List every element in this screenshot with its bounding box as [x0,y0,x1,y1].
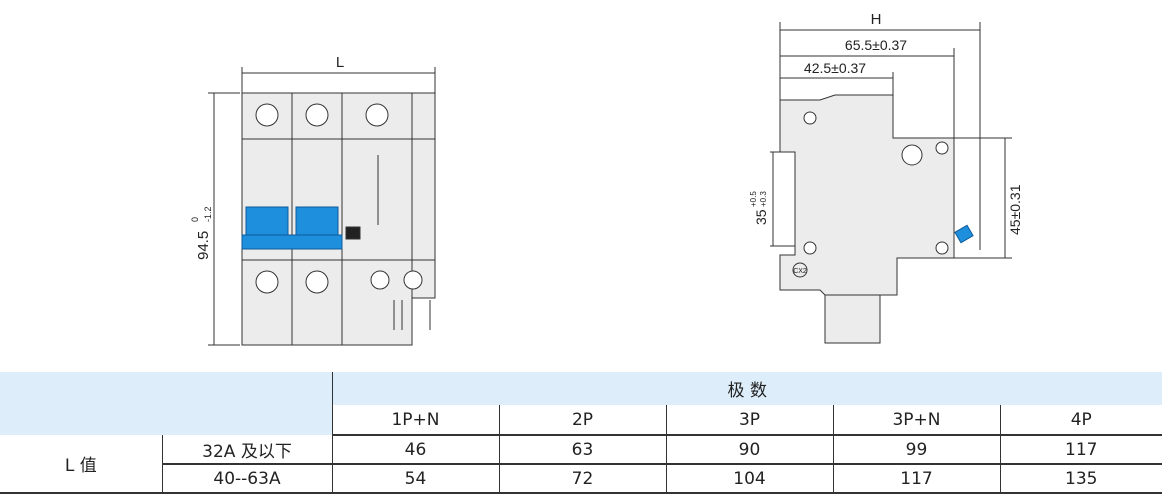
col-header: 2P [499,405,667,436]
dim-42-label: 42.5±0.37 [804,60,866,76]
front-view-drawing: L 94.5 0 -1.2 [190,55,436,346]
dim-35-label: 35 [753,209,769,225]
cell: 104 [666,464,834,494]
rail-tol-lower: +0.3 [759,191,768,207]
dim-height-label: 94.5 [195,231,212,260]
col-header: 1P+N [332,405,500,436]
dim-l-label: L [336,55,344,71]
cell: 63 [499,435,667,465]
cell: 46 [332,435,500,465]
cell: 90 [666,435,834,465]
cell: 54 [332,464,500,494]
dim-h-label: H [871,11,882,28]
handle [241,206,343,250]
cell: 117 [833,464,1001,494]
poles-header: 极 数 [332,372,1162,405]
col-header: 3P [666,405,834,436]
row-sub-label: 32A 及以下 [162,435,333,465]
side-view-drawing: H 65.5±0.37 42.5±0.37 CX2 45±0.31 35 +0.… [749,11,1023,344]
table-row: 40--63A 54 72 104 117 135 [0,464,1162,494]
cell: 135 [1000,464,1162,494]
col-header: 3P+N [833,405,1001,436]
cell: 99 [833,435,1001,465]
height-tol-lower: -1.2 [203,206,213,222]
marking-label: CX2 [793,268,807,275]
row-sub-label: 40--63A [162,464,333,494]
height-tol-upper: 0 [190,217,200,222]
dim-45-label: 45±0.31 [1007,184,1023,235]
rail-tol-upper: +0.5 [749,191,758,207]
cell: 117 [1000,435,1162,465]
row-label: L 值 [0,435,163,494]
dim-65-label: 65.5±0.37 [845,37,907,53]
corner-cell [0,372,333,435]
table-row: L 值 32A 及以下 46 63 90 99 117 [0,435,1162,494]
l-value-table: 极 数 1P+N 2P 3P 3P+N 4P L 值 32A 及以下 46 63… [0,372,1162,494]
col-header: 4P [1000,405,1162,436]
cell: 72 [499,464,667,494]
